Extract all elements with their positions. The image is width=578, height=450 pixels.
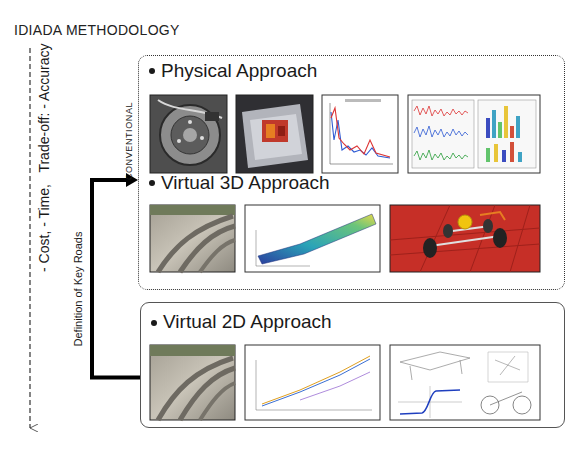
suspension-schematic <box>390 345 540 420</box>
road-surface-plot <box>245 205 380 272</box>
road-photo <box>158 216 233 272</box>
suspension-schematic <box>390 345 540 420</box>
signal-panels <box>486 118 490 138</box>
suspension-schematic <box>410 360 462 380</box>
road-photo <box>150 205 235 215</box>
brake-photo <box>177 139 181 143</box>
brake-photo <box>150 95 227 173</box>
vehicle-model <box>390 205 540 272</box>
road-profile-plot <box>262 356 370 404</box>
road-profile-plot <box>256 360 257 410</box>
brake-photo <box>160 105 220 165</box>
sensor-photo <box>236 95 313 173</box>
suspension-schematic <box>490 392 522 405</box>
axis-label: - Cost, - Time, <box>36 184 52 272</box>
vehicle-model <box>493 228 507 248</box>
signal-panels <box>486 106 522 162</box>
signal-panels <box>412 100 474 168</box>
signal-panels <box>494 144 498 162</box>
suspension-schematic <box>513 396 531 414</box>
signal-panels <box>486 148 490 162</box>
sensor-photo <box>236 95 313 173</box>
vehicle-model <box>390 205 540 272</box>
brake-photo <box>200 136 204 140</box>
road-photo <box>200 383 235 420</box>
frequency-chart <box>322 95 398 173</box>
signal-panels <box>414 106 468 116</box>
arrow-label: Definition of Key Roads <box>72 231 85 346</box>
frequency-chart <box>330 103 331 164</box>
frequency-chart <box>345 99 381 102</box>
signal-panels <box>408 95 540 173</box>
road-profile-plot <box>245 345 380 420</box>
sensor-photo <box>262 120 288 142</box>
road-photo <box>150 205 235 272</box>
vehicle-model <box>458 215 472 229</box>
sensor-photo <box>242 104 308 168</box>
vehicle-model <box>423 238 437 258</box>
vehicle-model <box>483 219 493 233</box>
road-photo <box>180 226 235 272</box>
bullet-dot <box>151 320 157 326</box>
signal-panels <box>510 142 514 162</box>
road-photo <box>180 368 235 420</box>
section-heading: Virtual 2D Approach <box>163 311 332 333</box>
sensor-photo <box>250 114 302 160</box>
signal-panels <box>478 100 536 168</box>
section-heading: Virtual 3D Approach <box>161 172 330 194</box>
diagram-title: IDIADA METHODOLOGY <box>14 22 180 38</box>
road-photo <box>150 345 235 420</box>
suspension-schematic <box>495 356 520 375</box>
road-profile-plot <box>245 345 380 420</box>
brake-photo <box>150 95 227 173</box>
suspension-schematic <box>400 390 460 414</box>
signal-panels <box>518 152 522 162</box>
frequency-chart <box>322 95 398 173</box>
trade-off-axis <box>29 48 30 428</box>
signal-panels <box>408 95 540 173</box>
frequency-chart <box>330 164 393 165</box>
vehicle-model <box>480 212 505 220</box>
suspension-schematic <box>488 352 528 382</box>
road-surface-plot <box>256 230 257 266</box>
vehicle-model <box>443 224 453 238</box>
signal-panels <box>504 106 508 138</box>
group-box: CONVENTIONALPhysical ApproachVirtual 3D … <box>138 55 565 290</box>
road-photo <box>150 345 235 356</box>
vehicle-model <box>430 236 500 246</box>
brake-photo <box>205 112 219 121</box>
brake-photo <box>171 116 209 154</box>
road-photo <box>150 345 235 420</box>
road-surface-plot <box>258 214 376 264</box>
brake-photo <box>183 128 197 142</box>
approach-box: Virtual 2D Approach <box>140 302 565 428</box>
signal-panels <box>492 110 496 138</box>
sensor-photo <box>278 126 285 136</box>
signal-panels <box>516 116 520 138</box>
group-label: CONVENTIONAL <box>124 102 134 180</box>
road-profile-plot <box>256 410 372 411</box>
flow-arrow <box>92 180 140 378</box>
road-profile-plot <box>300 372 370 400</box>
vehicle-model <box>390 205 540 272</box>
signal-panels <box>498 122 502 138</box>
road-surface-plot <box>245 205 380 272</box>
signal-panels <box>414 150 468 160</box>
section-heading: Physical Approach <box>161 60 317 82</box>
signal-panels <box>510 126 514 138</box>
axis-label: Trade-off: - Accuracy <box>36 43 52 172</box>
brake-photo <box>188 120 192 124</box>
frequency-chart <box>331 112 390 158</box>
bullet-dot <box>149 68 155 74</box>
bullet-dot <box>149 180 155 186</box>
signal-panels <box>502 150 506 162</box>
road-photo <box>150 205 235 272</box>
frequency-chart <box>331 108 390 157</box>
signal-panels <box>414 126 468 137</box>
road-photo <box>200 240 235 272</box>
sensor-photo <box>266 124 275 138</box>
road-surface-plot <box>256 266 310 267</box>
road-profile-plot <box>262 359 370 406</box>
